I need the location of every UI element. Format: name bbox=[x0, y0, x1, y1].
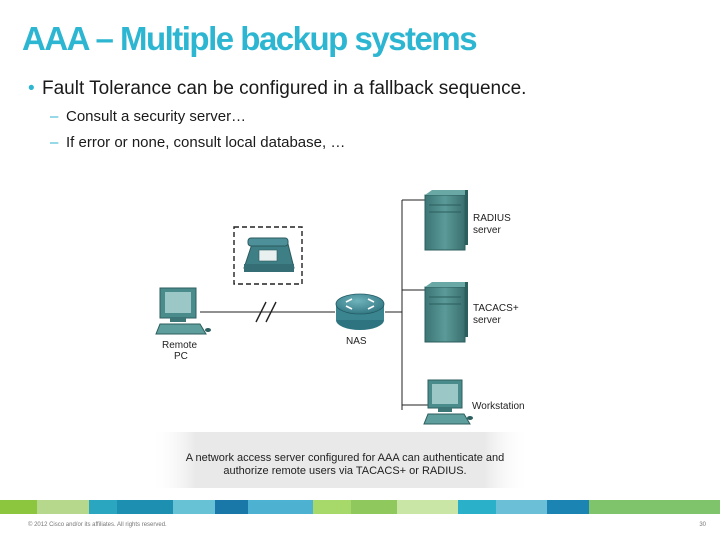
workstation-label: Workstation bbox=[472, 401, 525, 412]
router-icon bbox=[335, 293, 385, 330]
footer-bar-segment bbox=[172, 500, 216, 514]
bullet-list: • Fault Tolerance can be configured in a … bbox=[28, 78, 526, 160]
page-number: 30 bbox=[699, 522, 706, 528]
caption-text: authorize remote users via TACACS+ or RA… bbox=[223, 465, 466, 477]
sub-bullet-text: If error or none, consult local database… bbox=[66, 134, 346, 151]
footer-bar-segment bbox=[247, 500, 314, 514]
footer-bar-segment bbox=[458, 500, 496, 514]
bullet-marker: • bbox=[28, 78, 35, 99]
tacacs-label: server bbox=[473, 315, 501, 326]
radius-server-icon bbox=[424, 190, 468, 251]
footer-bar-segment bbox=[37, 500, 89, 514]
radius-label: server bbox=[473, 225, 501, 236]
footer-bar-segment bbox=[215, 500, 248, 514]
caption-text: A network access server configured for A… bbox=[186, 452, 505, 464]
network-links bbox=[200, 199, 428, 410]
footer-bar-segment bbox=[88, 500, 117, 514]
tacacs-server-icon bbox=[424, 282, 468, 343]
footer-bar-segment bbox=[116, 500, 173, 514]
workstation-icon bbox=[423, 379, 473, 425]
footer-bar-segment bbox=[495, 500, 548, 514]
footer-color-bar bbox=[0, 500, 720, 514]
bullet-item: • Fault Tolerance can be configured in a … bbox=[28, 78, 526, 100]
footer-bar-segment bbox=[589, 500, 720, 514]
copyright-text: © 2012 Cisco and/or its affiliates. All … bbox=[28, 522, 167, 528]
phone-icon bbox=[233, 226, 303, 285]
footer-bar-segment bbox=[313, 500, 351, 514]
footer-bar-segment bbox=[547, 500, 590, 514]
caption-panel bbox=[150, 432, 530, 488]
remote-pc-icon bbox=[155, 287, 211, 335]
sub-bullet-item: –If error or none, consult local databas… bbox=[50, 134, 526, 151]
sub-bullet-item: –Consult a security server… bbox=[50, 108, 526, 125]
sub-bullet-marker: – bbox=[50, 108, 59, 125]
footer-bar-segment bbox=[397, 500, 459, 514]
footer-bar-segment bbox=[0, 500, 38, 514]
remote-pc-label: PC bbox=[174, 351, 188, 362]
tacacs-label: TACACS+ bbox=[473, 303, 519, 314]
bullet-text: Fault Tolerance can be configured in a f… bbox=[42, 78, 527, 99]
remote-pc-label: Remote bbox=[162, 340, 197, 351]
nas-label: NAS bbox=[346, 336, 367, 347]
sub-bullet-text: Consult a security server… bbox=[66, 108, 247, 125]
sub-bullet-marker: – bbox=[50, 134, 59, 151]
slide-title: AAA – Multiple backup systems bbox=[22, 20, 478, 57]
footer-bar-segment bbox=[350, 500, 398, 514]
radius-label: RADIUS bbox=[473, 213, 511, 224]
